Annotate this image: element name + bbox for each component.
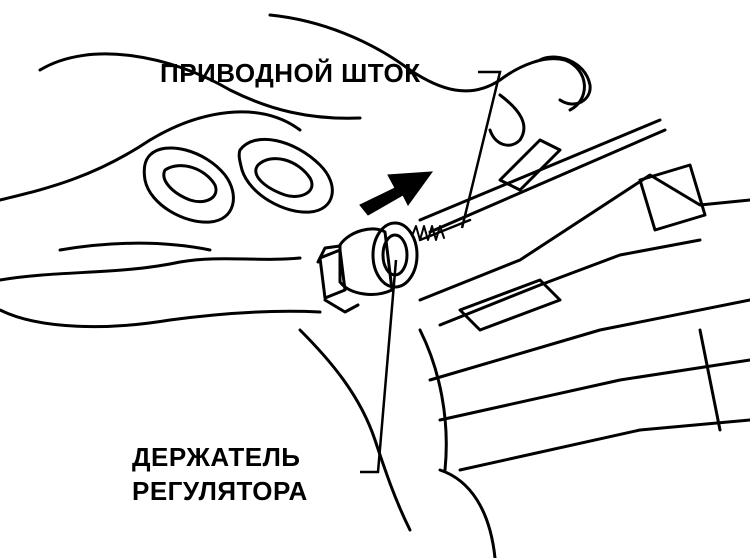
housing-top-edge-2 — [428, 128, 667, 234]
left-fingertip-1-nail — [162, 164, 218, 204]
housing-flap — [638, 163, 707, 232]
leader-line-holder — [360, 259, 398, 474]
regulator-holder-label-line2: РЕГУЛЯТОРА — [132, 476, 308, 506]
housing-slot — [458, 278, 562, 332]
housing-lower-panel — [428, 298, 750, 382]
holder-flange — [371, 221, 419, 289]
holder-body — [338, 227, 394, 296]
right-hand-cuff — [438, 468, 497, 558]
right-hand-finger — [418, 328, 448, 472]
thumb-outline — [268, 13, 586, 112]
left-fingertip-2 — [237, 137, 334, 214]
direction-arrow-icon — [359, 171, 434, 216]
upper-hand-back — [0, 110, 302, 202]
housing-right-edge — [698, 328, 722, 432]
thumb-nail — [538, 55, 592, 106]
housing-lower-panel-2 — [438, 358, 750, 422]
spring — [411, 225, 445, 241]
holder-clip — [318, 248, 347, 300]
drive-rod-label: ПРИВОДНОЙ ШТОК — [160, 58, 421, 88]
housing-inner — [438, 238, 702, 327]
left-fingertip-2-nail — [254, 157, 314, 198]
housing-upper-right — [498, 138, 562, 192]
regulator-holder-label-line1: ДЕРЖАТЕЛЬ — [132, 442, 301, 472]
regulator-holder-label: ДЕРЖАТЕЛЬ РЕГУЛЯТОРА — [132, 440, 308, 508]
wrist-line — [58, 241, 212, 252]
housing-bottom — [458, 418, 750, 472]
upper-hand-outline — [38, 52, 362, 120]
housing-box — [418, 173, 750, 302]
holder-tab-top — [316, 244, 342, 264]
leader-line-drive-rod — [460, 70, 502, 229]
left-fingertip-1 — [142, 146, 235, 224]
right-hand-outline — [298, 328, 412, 532]
lower-finger-outline — [0, 256, 302, 282]
palm-lower — [0, 308, 322, 329]
holder-tab — [323, 298, 360, 314]
finger-tip-right — [488, 93, 526, 147]
